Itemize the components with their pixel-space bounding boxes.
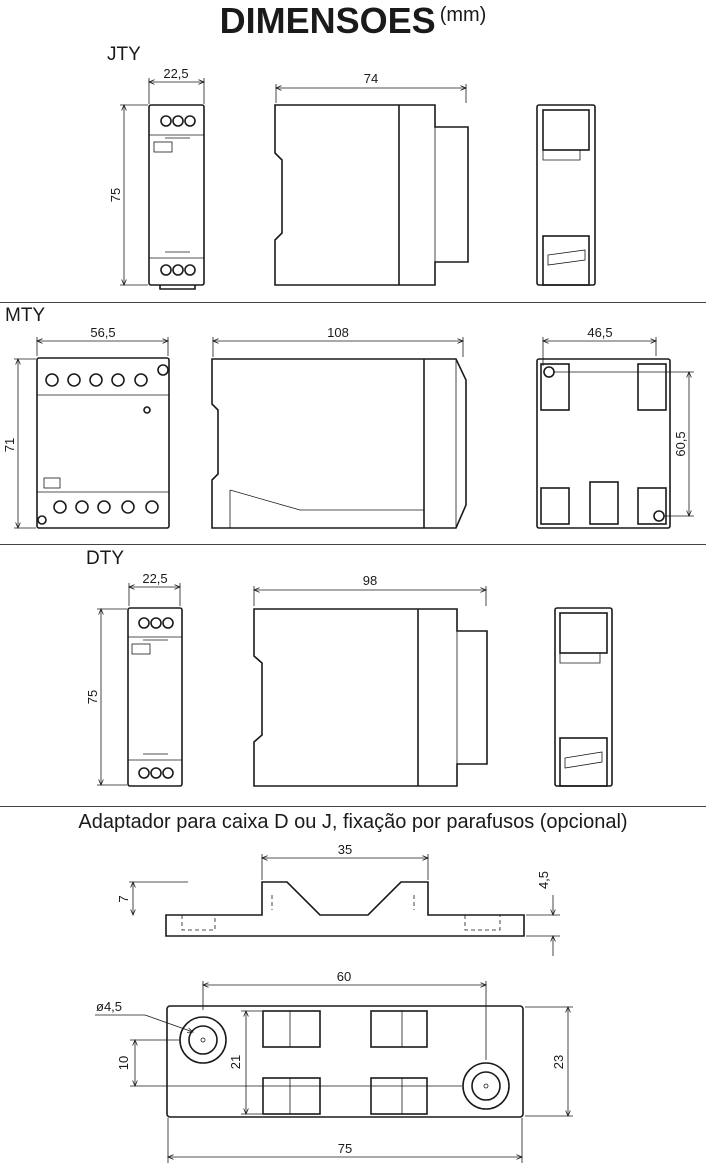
- mty-width-label: 56,5: [90, 325, 115, 340]
- mty-side-height-dim: [553, 372, 694, 516]
- jty-width-dim: [149, 78, 204, 104]
- adapter-hole-offset-label: 10: [116, 1056, 131, 1070]
- dty-back-view: [554, 607, 613, 787]
- dty-width-dim: [129, 583, 180, 606]
- mty-depth-dim: [213, 337, 463, 357]
- mty-side-view: [211, 358, 467, 529]
- dty-label: DTY: [86, 548, 124, 569]
- jty-height-label: 75: [108, 188, 123, 202]
- adapter-total-length-label: 75: [338, 1141, 352, 1156]
- adapter-right-height-dim: [526, 895, 560, 956]
- adapter-hole-diameter-label: ø4,5: [96, 999, 122, 1014]
- jty-back-view: [536, 104, 596, 286]
- adapter-inner-height-label: 21: [228, 1055, 243, 1069]
- page-title: DIMENSOES(mm): [0, 0, 706, 41]
- adapter-top-width-dim: [262, 854, 428, 880]
- mty-height-dim: [14, 359, 36, 528]
- adapter-inner-height-dim: [241, 1011, 262, 1114]
- adapter-side-view: [165, 881, 525, 937]
- dty-front-view: [127, 607, 183, 787]
- dty-width-label: 22,5: [142, 571, 167, 586]
- jty-width-label: 22,5: [163, 66, 188, 81]
- jty-front-view: [148, 104, 205, 290]
- mty-width-dim: [37, 337, 168, 356]
- mty-side-width-label: 46,5: [587, 325, 612, 340]
- jty-side-view: [274, 104, 469, 286]
- mty-front-view: [36, 357, 170, 529]
- jty-label: JTY: [107, 44, 141, 65]
- dty-height-label: 75: [85, 690, 100, 704]
- adapter-top-view: [166, 1005, 524, 1118]
- title-unit: (mm): [439, 4, 487, 26]
- dty-height-dim: [97, 609, 127, 785]
- adapter-hole-diameter-leader: [95, 1014, 193, 1032]
- adapter-left-height-dim: [129, 882, 188, 915]
- jty-height-dim: [120, 105, 148, 285]
- divider-jty-mty: [0, 302, 706, 303]
- jty-depth-label: 74: [364, 71, 378, 86]
- adapter-caption: Adaptador para caixa D ou J, fixação por…: [78, 811, 628, 833]
- adapter-left-height-label: 7: [116, 895, 131, 902]
- jty-depth-dim: [276, 84, 466, 103]
- adapter-top-width-label: 35: [338, 842, 352, 857]
- divider-mty-dty: [0, 544, 706, 545]
- dty-side-view: [253, 608, 488, 787]
- title-main: DIMENSOES: [219, 0, 436, 41]
- dty-depth-dim: [254, 586, 486, 606]
- mty-depth-label: 108: [327, 325, 349, 340]
- adapter-hole-spacing-label: 60: [337, 969, 351, 984]
- mty-back-view: [536, 358, 671, 529]
- adapter-outer-height-label: 23: [551, 1055, 566, 1069]
- adapter-hole-spacing-dim: [203, 981, 486, 1060]
- mty-label: MTY: [5, 305, 46, 326]
- dty-depth-label: 98: [363, 573, 377, 588]
- mty-height-label: 71: [2, 438, 17, 452]
- adapter-right-height-label: 4,5: [536, 871, 551, 889]
- mty-side-height-label: 60,5: [673, 431, 688, 456]
- adapter-outer-height-dim: [525, 1007, 573, 1116]
- divider-dty-adapter: [0, 806, 706, 807]
- adapter-total-length-dim: [168, 1118, 522, 1163]
- adapter-hole-offset-dim: [130, 1040, 462, 1086]
- mty-side-width-dim: [543, 337, 656, 366]
